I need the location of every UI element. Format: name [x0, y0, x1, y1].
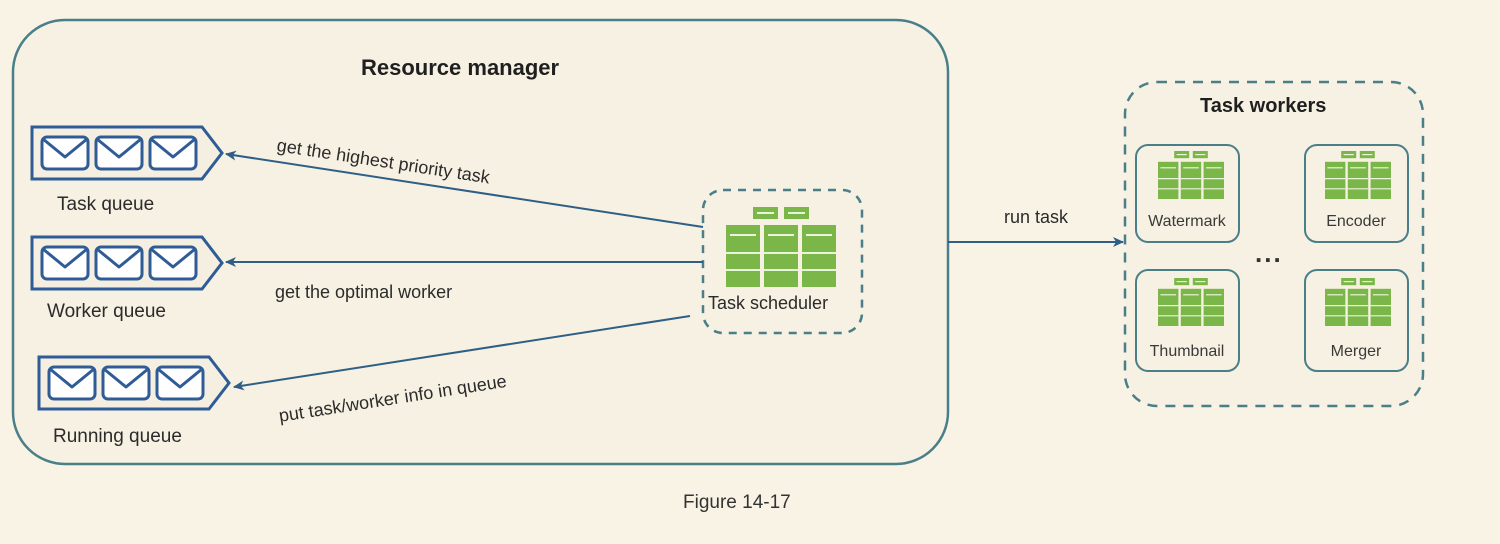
more-workers-ellipsis: ... [1255, 238, 1283, 268]
thumbnail-label: Thumbnail [1149, 343, 1225, 360]
figure-caption: Figure 14-17 [683, 492, 791, 513]
get-highest-priority-arrow [225, 150, 704, 228]
watermark-label: Watermark [1148, 213, 1226, 230]
worker-queue-icon [30, 235, 224, 291]
task-queue-icon [30, 125, 224, 181]
worker-queue-label: Worker queue [47, 301, 166, 322]
running-queue-icon [37, 355, 231, 411]
encoder-label: Encoder [1326, 213, 1386, 230]
put-info-arrow [233, 315, 691, 391]
run-task-label: run task [1004, 207, 1069, 227]
task-queue-label: Task queue [57, 194, 155, 215]
task-scheduler-label: Task scheduler [708, 293, 829, 313]
task-workers-title: Task workers [1200, 95, 1327, 117]
get-optimal-worker-label: get the optimal worker [275, 282, 453, 302]
running-queue-label: Running queue [53, 426, 182, 447]
merger-label: Merger [1330, 343, 1382, 360]
resource-manager-title: Resource manager [361, 55, 560, 80]
